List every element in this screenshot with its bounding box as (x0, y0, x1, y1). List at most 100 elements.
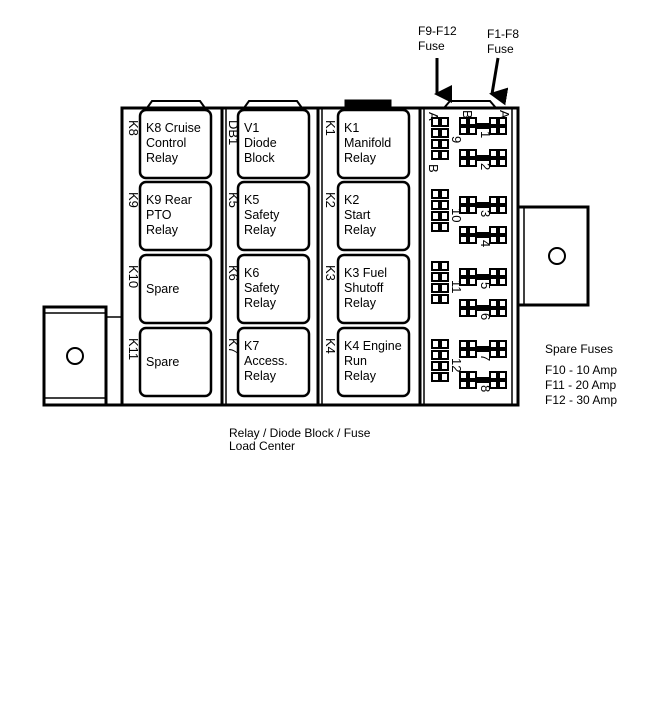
fuse-cell (468, 268, 477, 277)
callout-label-line: F1-F8 (487, 27, 519, 41)
relay-label-line: V1 (244, 121, 259, 135)
relay-label-line: Block (244, 151, 275, 165)
fuse-f7[interactable]: 7 (459, 340, 507, 361)
fuse-cell (459, 349, 468, 358)
slot-id-label: K2 (323, 192, 338, 208)
fuse-cell (431, 200, 440, 210)
relay-box (336, 326, 411, 398)
left-bracket (42, 305, 108, 407)
fuse-cell (440, 150, 449, 160)
slot-id-label: K1 (323, 120, 338, 136)
fuse-link (476, 346, 490, 352)
mount-hole-icon (548, 247, 566, 265)
fuse-cell (468, 126, 477, 135)
fuse-cell (459, 158, 468, 167)
fuse-cell (459, 268, 468, 277)
fuse-cell (489, 117, 498, 126)
fuse-cell (498, 149, 507, 158)
fuse-link (476, 232, 490, 238)
relay-label-line: K1 (344, 121, 359, 135)
fuse-f5[interactable]: 5 (459, 268, 507, 289)
relay-label-line: K6 (244, 266, 259, 280)
fuse-cell (459, 196, 468, 205)
fuse-cell (431, 150, 440, 160)
relay-box (236, 326, 311, 398)
fuse-f4[interactable]: 4 (459, 226, 507, 247)
relay-label-line: K5 (244, 193, 259, 207)
fuse-cell (489, 268, 498, 277)
fuse-link (476, 305, 490, 311)
relay-label-line: Safety (244, 208, 280, 222)
fuse-cell (431, 372, 440, 382)
fuse-cell (431, 128, 440, 138)
fuse-cell (489, 380, 498, 389)
fuse-cell (459, 126, 468, 135)
fuse-cell (498, 226, 507, 235)
relay-label-line: Manifold (344, 136, 391, 150)
fuse-cell (489, 196, 498, 205)
fuse-cell (440, 294, 449, 304)
terminal-marker: A (426, 112, 441, 121)
fuse-cell (468, 149, 477, 158)
fuse-f1[interactable]: 1 (459, 117, 507, 138)
fuse-cell (431, 261, 440, 271)
fuse-f9[interactable]: 9 (431, 117, 464, 160)
relay-label-line: Relay (344, 151, 377, 165)
fuse-cell (489, 235, 498, 244)
relay-box (336, 253, 411, 325)
relay-label-line: PTO (146, 208, 172, 222)
fuse-cell (431, 211, 440, 221)
fuse-cell (468, 205, 477, 214)
fuse-cell (498, 308, 507, 317)
fuse-cell (440, 189, 449, 199)
fuse-cell (459, 299, 468, 308)
fuse-f11[interactable]: 11 (431, 261, 464, 304)
fuse-cell (468, 349, 477, 358)
terminal-marker: B (460, 110, 475, 119)
terminal-marker: B (426, 164, 441, 173)
fuse-f2[interactable]: 2 (459, 149, 507, 170)
fuse-cell (498, 205, 507, 214)
fuse-cell (468, 380, 477, 389)
fuse-f6[interactable]: 6 (459, 299, 507, 320)
fuse-number: 10 (449, 208, 464, 222)
callout-label-line: Fuse (418, 39, 445, 53)
relay-label-line: Relay (344, 223, 377, 237)
fuse-cell (440, 222, 449, 232)
fuse-cell (489, 205, 498, 214)
relay-box (138, 108, 213, 180)
relay-label-line: Control (146, 136, 186, 150)
relay-box (336, 180, 411, 252)
fuse-cell (468, 196, 477, 205)
fuse-cell (431, 222, 440, 232)
fuse-f12[interactable]: 12 (431, 339, 464, 382)
fuse-cell (489, 349, 498, 358)
fuse-cell (489, 371, 498, 380)
fuse-cell (459, 226, 468, 235)
relay-label-line: K9 Rear (146, 193, 192, 207)
fuse-number: 12 (449, 358, 464, 372)
fuse-f8[interactable]: 8 (459, 371, 507, 392)
fuse-f3[interactable]: 3 (459, 196, 507, 217)
slot-id-label: K4 (323, 338, 338, 354)
